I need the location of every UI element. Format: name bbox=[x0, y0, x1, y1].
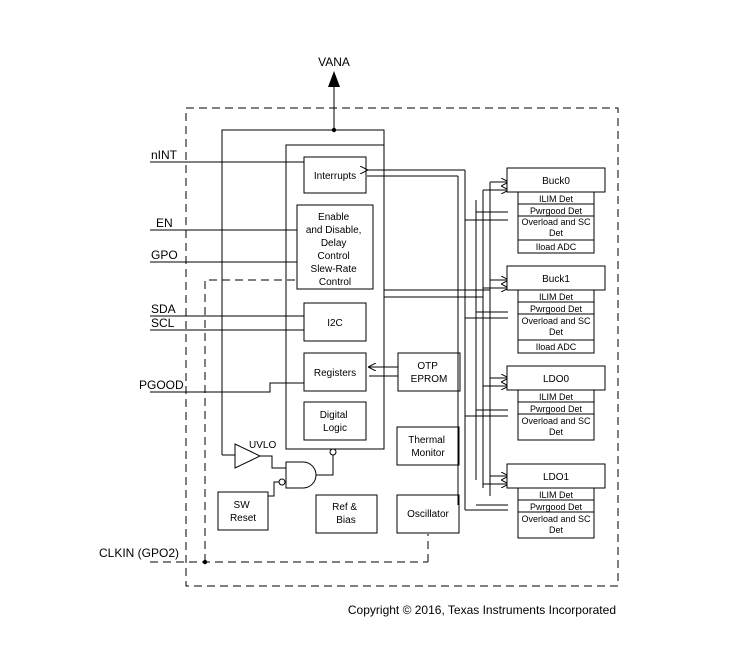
oscillator-block bbox=[396, 494, 460, 534]
buck0-pwrgood: Pwrgood Det bbox=[530, 206, 583, 216]
buck1-pwrgood: Pwrgood Det bbox=[530, 304, 583, 314]
vana-arrow bbox=[328, 71, 340, 130]
registers-block bbox=[303, 352, 367, 392]
buck1-ilim: ILIM Det bbox=[539, 292, 574, 302]
oscillator-label: Oscillator bbox=[407, 509, 449, 520]
interrupts-block bbox=[303, 156, 367, 194]
buck0-iload: Iload ADC bbox=[536, 242, 577, 252]
buck0-name: Buck0 bbox=[542, 176, 570, 187]
ldo0-ilim: ILIM Det bbox=[539, 392, 574, 402]
gpo-label: GPO bbox=[151, 248, 178, 262]
buck0-overload: Overload and SC Det bbox=[521, 217, 591, 238]
otp-eprom-block bbox=[397, 352, 461, 392]
ref-bias-block bbox=[315, 494, 378, 534]
sw-reset-label: SW Reset bbox=[230, 500, 256, 524]
reset-gate bbox=[260, 448, 337, 497]
otp-eprom-label: OTP EPROM bbox=[411, 361, 448, 385]
ldo1-pwrgood: Pwrgood Det bbox=[530, 502, 583, 512]
otp-to-registers-arrow bbox=[369, 367, 398, 377]
sw-reset-block bbox=[217, 491, 269, 531]
uvlo-label: UVLO bbox=[249, 440, 276, 451]
pin-lines bbox=[150, 161, 304, 393]
ldo1-name: LDO1 bbox=[543, 472, 570, 483]
buck1-name: Buck1 bbox=[542, 274, 570, 285]
ldo0-name: LDO0 bbox=[543, 374, 570, 385]
ldo1-ilim: ILIM Det bbox=[539, 490, 574, 500]
buck1-overload: Overload and SC Det bbox=[521, 316, 591, 337]
ldo0-pwrgood: Pwrgood Det bbox=[530, 404, 583, 414]
registers-label: Registers bbox=[314, 368, 356, 379]
enable-control-label: Enable and Disable, Delay Control Slew-R… bbox=[306, 212, 364, 288]
ref-bias-label: Ref & Bias bbox=[332, 502, 360, 526]
buck0-ilim: ILIM Det bbox=[539, 194, 574, 204]
nint-label: nINT bbox=[151, 148, 178, 162]
digital-logic-label: Digital Logic bbox=[320, 410, 351, 434]
copyright-text: Copyright © 2016, Texas Instruments Inco… bbox=[348, 603, 616, 617]
ldo1-overload: Overload and SC Det bbox=[521, 514, 591, 535]
enable-control-block bbox=[296, 204, 374, 290]
supply-rail bbox=[221, 127, 385, 456]
i2c-block bbox=[303, 302, 367, 342]
sda-label: SDA bbox=[151, 302, 176, 316]
regulator-buses bbox=[367, 170, 508, 511]
buck1-iload: Iload ADC bbox=[536, 342, 577, 352]
pgood-label: PGOOD bbox=[139, 378, 184, 392]
digital-logic-block bbox=[303, 401, 367, 441]
clkin-path bbox=[150, 279, 429, 565]
thermal-monitor-block bbox=[396, 426, 460, 466]
device-boundary bbox=[185, 107, 619, 587]
ldo0-block bbox=[506, 365, 606, 441]
buck0-block bbox=[506, 167, 606, 254]
uvlo-comparator bbox=[234, 443, 262, 469]
scl-label: SCL bbox=[151, 316, 175, 330]
thermal-monitor-label: Thermal Monitor bbox=[408, 435, 447, 459]
interrupts-label: Interrupts bbox=[314, 171, 356, 182]
ldo1-block bbox=[506, 463, 606, 539]
ldo0-overload: Overload and SC Det bbox=[521, 416, 591, 437]
clkin-label: CLKIN (GPO2) bbox=[99, 546, 179, 560]
en-label: EN bbox=[156, 216, 173, 230]
buck1-block bbox=[506, 265, 606, 354]
vana-label: VANA bbox=[318, 55, 350, 69]
i2c-label: I2C bbox=[327, 318, 343, 329]
